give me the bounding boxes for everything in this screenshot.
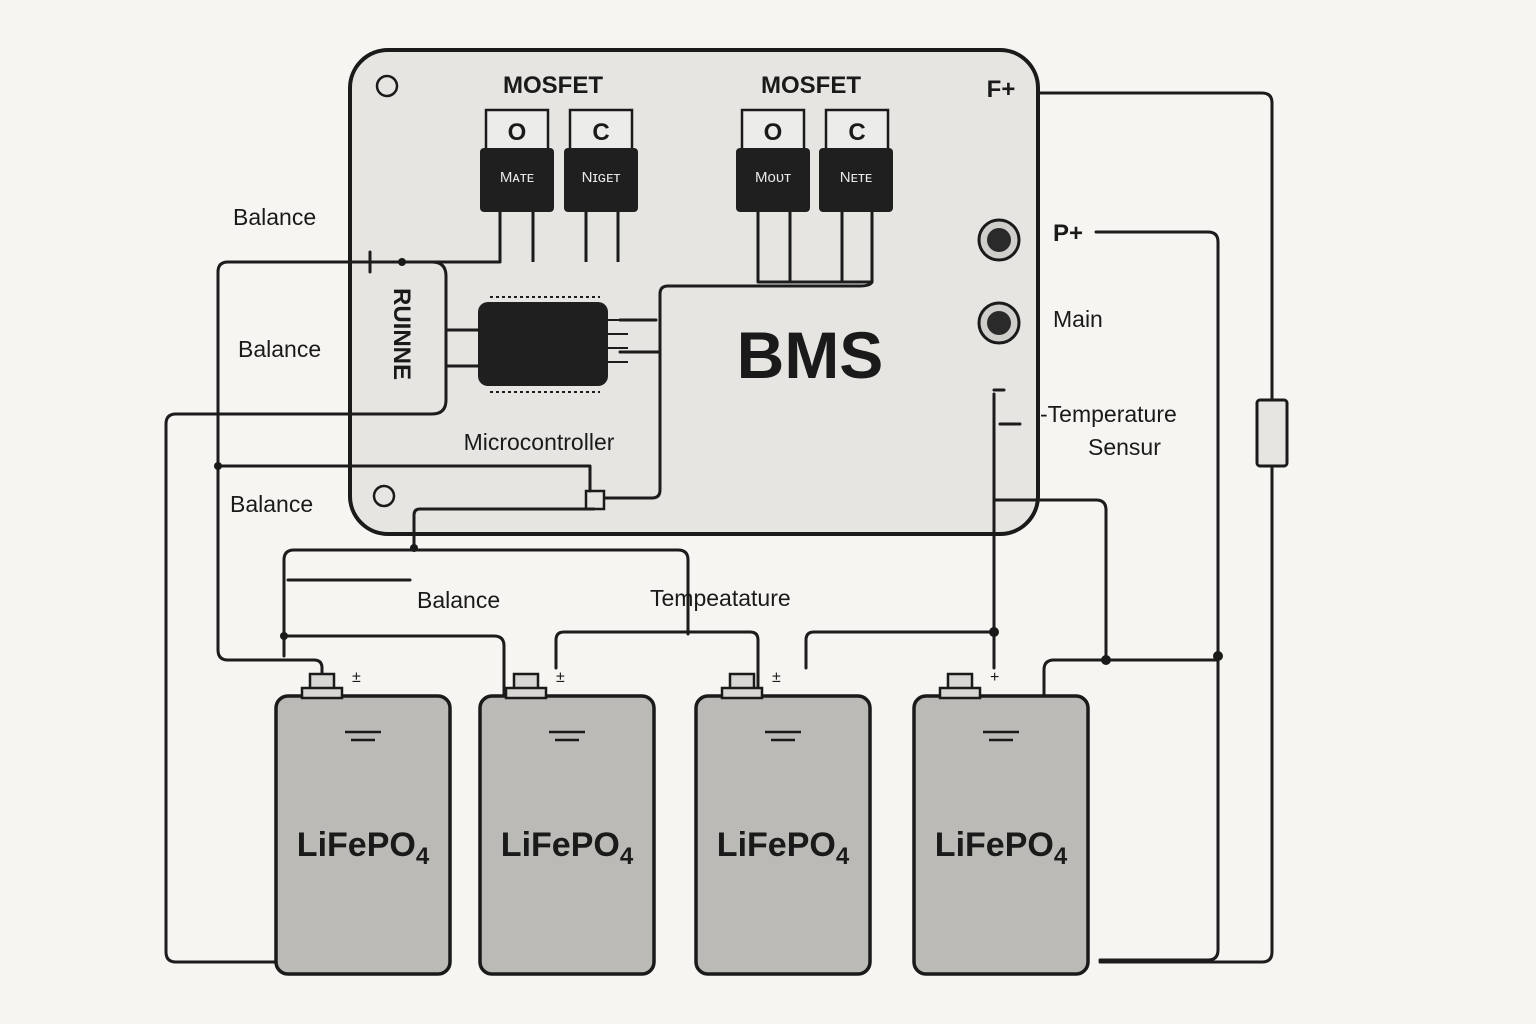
- mosfet-label: MOSFET: [503, 72, 603, 99]
- cell-label: LiFePO4: [717, 826, 850, 870]
- cell-label-subscript: 4: [620, 843, 634, 870]
- mosfet: C Nɪɢᴇᴛ: [564, 108, 638, 262]
- cell-terminal-base: [720, 686, 764, 700]
- mosfet: O Mᴏᴜᴛ: [736, 108, 810, 282]
- balance-label: Balance: [230, 491, 313, 517]
- cell-label-subscript: 4: [416, 843, 430, 870]
- junction-dot: [1213, 651, 1223, 661]
- cell-terminal-base: [300, 686, 344, 700]
- mosfet-tab-mark: C: [592, 119, 609, 146]
- balance-label: Balance: [417, 587, 500, 613]
- temperature-label: Tempeatature: [650, 585, 791, 611]
- balance-label: Balance: [233, 204, 316, 230]
- temperature-sensor-label: Sensur: [1088, 434, 1161, 460]
- main-port: [977, 301, 1021, 345]
- cell4-positive-wire: [1042, 658, 1108, 698]
- cell-polarity-mark: ±: [352, 669, 361, 686]
- junction-dot: [1101, 655, 1111, 665]
- balance-connector-trace: [444, 328, 480, 368]
- mosfet-marking: Mᴀᴛᴇ: [500, 169, 534, 186]
- mosfet-to-mcu-trace: [602, 280, 874, 500]
- temperature-sensor-label: -Temperature: [1040, 401, 1177, 427]
- mounting-hole-icon: [372, 484, 396, 508]
- lifepo4-cell: ± LiFePO4: [274, 669, 452, 976]
- mounting-hole-icon: [375, 74, 399, 98]
- microcontroller-chip: [478, 302, 608, 386]
- mosfet: C Nᴇᴛᴇ: [819, 108, 893, 282]
- f-plus-wire: [1036, 91, 1274, 964]
- mosfet-tab-mark: O: [764, 119, 783, 146]
- temperature-port-mark: [992, 388, 1022, 426]
- p-plus-port: [977, 218, 1021, 262]
- terminal-f-plus-label: F+: [987, 76, 1016, 103]
- junction-dot: [398, 258, 406, 266]
- temperature-bus-wire: [804, 630, 996, 670]
- microcontroller-pins: [490, 296, 628, 393]
- lifepo4-cell: + LiFePO4: [912, 669, 1090, 976]
- lifepo4-cell: ± LiFePO4: [694, 669, 872, 976]
- cell-label-subscript: 4: [836, 843, 850, 870]
- cell-terminal-base: [504, 686, 548, 700]
- cell-polarity-mark: +: [990, 669, 999, 686]
- mosfet-tab-mark: O: [508, 119, 527, 146]
- bms-board: [348, 48, 1040, 536]
- cell2-link-wire: [554, 630, 760, 698]
- mosfet-marking: Mᴏᴜᴛ: [755, 169, 791, 186]
- temperature-wire: [992, 498, 1220, 662]
- cell-label: LiFePO4: [297, 826, 430, 870]
- junction-dot: [214, 462, 222, 470]
- p-plus-wire: [1094, 230, 1220, 962]
- p-plus-label: P+: [1053, 220, 1083, 247]
- balance-wire: [282, 634, 506, 698]
- cell-polarity-mark: ±: [772, 669, 781, 686]
- mosfet-label: MOSFET: [761, 72, 861, 99]
- balance-label: Balance: [238, 336, 321, 362]
- junction-dot: [410, 544, 418, 552]
- mosfet: O Mᴀᴛᴇ: [480, 108, 554, 262]
- cell-polarity-mark: ±: [556, 669, 565, 686]
- lifepo4-cell: ± LiFePO4: [478, 669, 656, 976]
- balance-left-wire: [216, 260, 354, 678]
- bms-title: BMS: [737, 318, 884, 392]
- connector-pad: [584, 489, 606, 511]
- balance-bus-wire: [282, 548, 690, 658]
- microcontroller-label: Microcontroller: [464, 429, 615, 455]
- balance-left-wire: [216, 464, 592, 493]
- mosfet-marking: Nᴇᴛᴇ: [840, 169, 872, 186]
- balance-connector-label: RUINNE: [388, 288, 415, 380]
- cell-label: LiFePO4: [501, 826, 634, 870]
- fuse-icon: [1255, 398, 1289, 468]
- cell-terminal-base: [938, 686, 982, 700]
- mosfet-tab-mark: C: [848, 119, 865, 146]
- balance-bus-wire: [412, 507, 596, 550]
- negative-return-wire: [164, 412, 416, 964]
- cell-label-subscript: 4: [1054, 843, 1068, 870]
- junction-dot: [280, 632, 288, 640]
- junction-dot: [989, 627, 999, 637]
- cell-label: LiFePO4: [935, 826, 1068, 870]
- main-label: Main: [1053, 306, 1103, 332]
- mosfet-marking: Nɪɢᴇᴛ: [582, 169, 621, 186]
